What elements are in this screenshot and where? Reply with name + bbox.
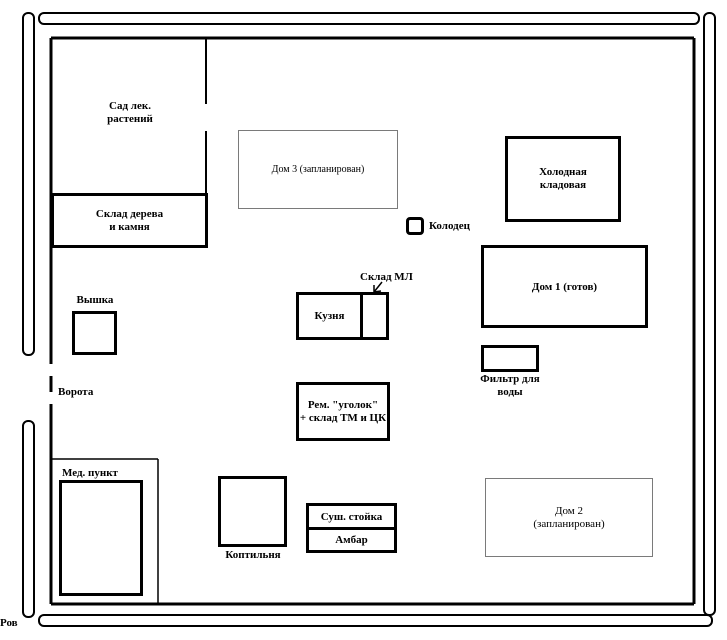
well-label: Колодец: [429, 220, 470, 232]
moat-top: [38, 12, 700, 25]
wood-store-label: Склад дерева и камня: [95, 207, 164, 233]
house-2-label: Дом 2 (запланирован): [533, 504, 605, 530]
house-3: Дом 3 (запланирован): [238, 130, 398, 209]
drying-rack-label: Суш. стойка: [320, 510, 383, 523]
ml-store: [360, 292, 389, 340]
smokehouse-label: Коптильня: [225, 549, 281, 561]
forge-label: Кузня: [314, 310, 345, 322]
barn: Амбар: [306, 527, 397, 553]
forge: Кузня: [296, 292, 363, 340]
repair-corner: Рем. "уголок" + склад ТМ и ЦК: [296, 382, 390, 441]
med-point: [59, 480, 143, 596]
house-3-label: Дом 3 (запланирован): [271, 164, 365, 175]
cold-store-label: Холодная кладовая: [539, 166, 587, 191]
moat-bottom: [38, 614, 713, 627]
water-filter-label: Фильтр для воды: [480, 373, 540, 398]
med-label: Мед. пункт: [62, 467, 118, 479]
moat-right: [703, 12, 716, 616]
moat-left-lower: [22, 420, 35, 618]
moat-label: Ров: [0, 617, 18, 629]
tower: [72, 311, 117, 355]
water-filter: [481, 345, 539, 372]
cold-store: Холодная кладовая: [505, 136, 621, 222]
well: [406, 217, 424, 235]
garden-label: Сад лек. растений: [107, 100, 153, 125]
house-1: Дом 1 (готов): [481, 245, 648, 328]
tower-label: Вышка: [76, 294, 114, 306]
drying-rack: Суш. стойка: [306, 503, 397, 530]
wood-store: Склад дерева и камня: [51, 193, 208, 248]
house-1-label: Дом 1 (готов): [531, 280, 598, 293]
repair-corner-label: Рем. "уголок" + склад ТМ и ЦК: [299, 398, 387, 424]
moat-left-upper: [22, 12, 35, 356]
ml-store-label: Склад МЛ: [360, 271, 413, 283]
house-2: Дом 2 (запланирован): [485, 478, 653, 557]
barn-label: Амбар: [335, 534, 368, 546]
gate-label: Ворота: [58, 386, 94, 398]
smokehouse: [218, 476, 287, 547]
